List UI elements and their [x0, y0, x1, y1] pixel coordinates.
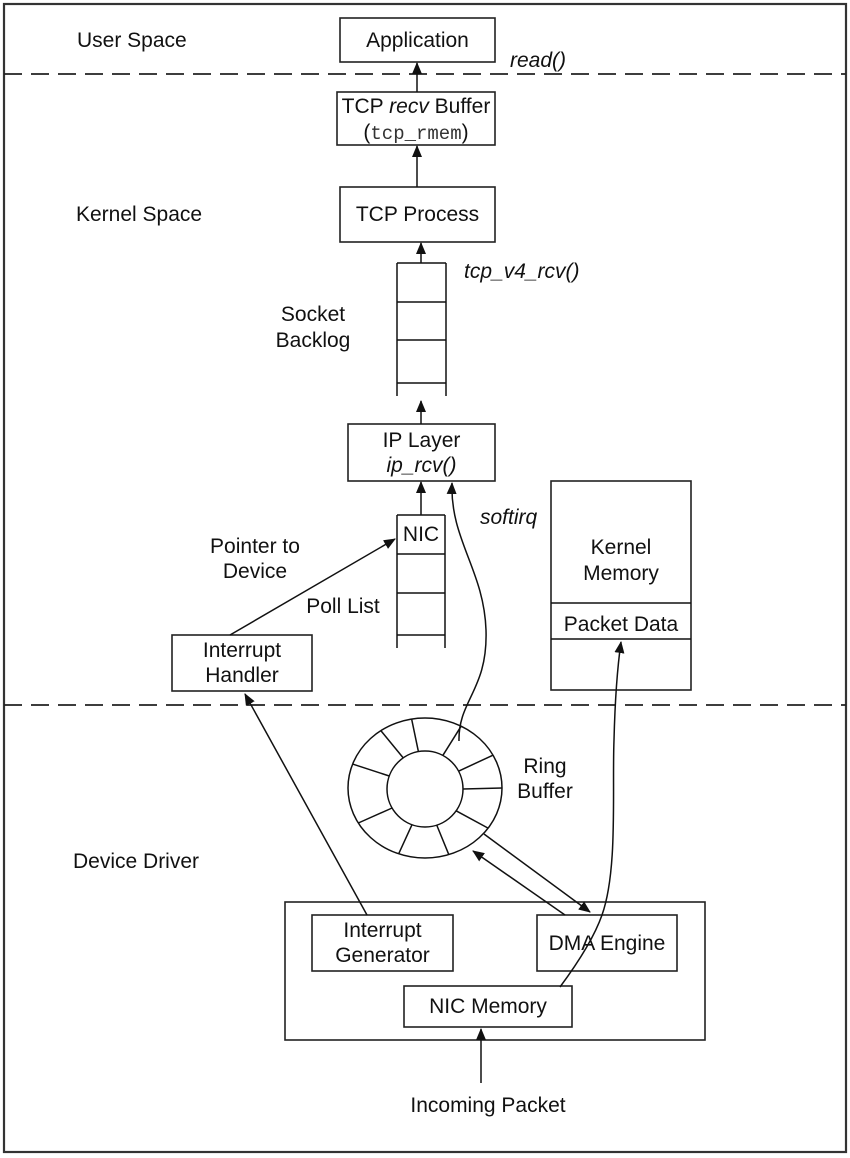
tcp-v4-rcv-label: tcp_v4_rcv() [464, 260, 580, 283]
poll-list-label: Poll List [306, 595, 380, 618]
poll-list-queue: NIC [396, 514, 446, 648]
ring-buffer-slot-divider [436, 824, 450, 855]
arrow-ring-buffer-to-dma [483, 833, 591, 913]
interrupt-generator-label-line2: Generator [335, 944, 430, 967]
application-node: Application [339, 17, 496, 63]
socket-backlog-label-line1: Socket [281, 303, 345, 326]
region-label-user-space: User Space [77, 29, 187, 52]
softirq-label: softirq [480, 506, 538, 529]
tcp-process-node: TCP Process [339, 186, 496, 243]
arrow-nic-memory-to-packet-data [559, 641, 625, 988]
kernel-memory-label-line2: Memory [583, 562, 659, 585]
nic-memory-label: NIC Memory [429, 995, 547, 1018]
ring-buffer-label-line2: Buffer [517, 780, 573, 803]
kernel-memory-label-line1: Kernel [591, 536, 652, 559]
read-call-label: read() [510, 49, 566, 72]
dma-engine-node: DMA Engine [536, 914, 678, 972]
tcp-rmem-label: (tcp_rmem) [363, 121, 468, 145]
ring-buffer-slot-divider [358, 807, 393, 824]
pointer-to-device-label-line2: Device [223, 560, 287, 583]
dma-engine-label: DMA Engine [549, 932, 666, 955]
ring-buffer-slot-divider [410, 718, 420, 752]
ip-rcv-label: ip_rcv() [386, 454, 456, 477]
pointer-to-device-label-line1: Pointer to [210, 535, 300, 558]
nic-memory-node: NIC Memory [403, 985, 573, 1028]
ip-layer-node: IP Layer ip_rcv() [347, 423, 496, 482]
incoming-packet-label: Incoming Packet [410, 1094, 565, 1117]
ring-buffer-slot-divider [455, 810, 489, 829]
tcp-recv-buffer-label: TCP recv Buffer [342, 95, 491, 118]
region-label-kernel-space: Kernel Space [76, 203, 202, 226]
interrupt-handler-node: Interrupt Handler [171, 634, 313, 692]
tcp-recv-buffer-node: TCP recv Buffer (tcp_rmem) [336, 91, 496, 146]
nic-entry-label: NIC [403, 523, 439, 546]
tcp-process-label: TCP Process [356, 203, 479, 226]
interrupt-generator-node: Interrupt Generator [311, 914, 454, 972]
interrupt-generator-label-line1: Interrupt [343, 919, 421, 942]
ring-buffer-slot-divider [462, 787, 503, 790]
socket-backlog-queue [396, 262, 447, 396]
ring-buffer-slot-divider [442, 725, 462, 756]
region-label-device-driver: Device Driver [73, 850, 199, 873]
ip-layer-label: IP Layer [383, 429, 461, 452]
ring-buffer-slot-divider [380, 730, 404, 759]
packet-data-label: Packet Data [564, 613, 679, 636]
arrow-interrupt-generator-to-handler [244, 693, 368, 916]
ring-buffer-slot-divider [458, 754, 494, 772]
socket-backlog-label-line2: Backlog [276, 329, 351, 352]
ring-buffer-slot-divider [397, 824, 413, 855]
ring-buffer-label-line1: Ring [523, 755, 566, 778]
ring-buffer-slot-divider [352, 763, 390, 777]
interrupt-handler-label-line1: Interrupt [203, 639, 281, 662]
arrow-dma-to-ring-buffer [472, 850, 566, 916]
arrow-pointer-to-device [229, 538, 396, 636]
arrow-softirq-ring-to-ip-layer [446, 482, 487, 742]
interrupt-handler-label-line2: Handler [205, 664, 279, 687]
ring-buffer [347, 717, 503, 859]
application-label: Application [366, 29, 469, 52]
kernel-memory-node: Kernel Memory Packet Data [550, 480, 692, 691]
